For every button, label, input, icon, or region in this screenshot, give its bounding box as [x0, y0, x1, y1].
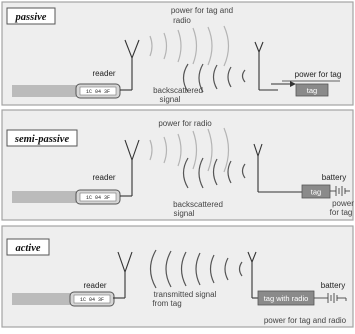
passive-title: passive: [15, 12, 47, 23]
reader-chip-id: 1C 04 3F: [86, 89, 110, 95]
reader-cable-icon: [12, 191, 82, 203]
transmitted-signal-label-1: transmitted signal: [154, 290, 217, 299]
battery-power-label-2: for tag: [330, 208, 353, 217]
power-for-tag-and-radio-label-2: radio: [173, 16, 191, 25]
backscatter-wave-icon: [182, 63, 246, 93]
passive-title-box: [6, 7, 56, 25]
power-wave-icon: [149, 127, 230, 173]
reader-label: reader: [92, 69, 115, 78]
battery-power-label-1: power: [332, 199, 354, 208]
arrow-right-icon: [271, 81, 296, 87]
reader-label: reader: [83, 281, 106, 290]
power-for-tag-label: power for tag: [295, 70, 342, 79]
battery-label: battery: [321, 281, 345, 290]
passive-panel: passive 1C 04 3F reader power for tag an…: [1, 1, 354, 106]
reader-cable-icon: [12, 85, 82, 97]
transmitted-signal-label-2: from tag: [152, 299, 181, 308]
tag-antenna-icon: [247, 251, 258, 299]
semi-passive-panel: semi-passive 1C 04 3F reader power for r…: [1, 109, 354, 221]
transmitted-wave-icon: [149, 249, 243, 289]
power-for-radio-label: power for radio: [158, 119, 212, 128]
backscattered-signal-label-2: signal: [160, 95, 181, 104]
semi-passive-title: semi-passive: [14, 134, 70, 145]
semi-passive-tag-box: [301, 184, 331, 199]
semi-passive-title-box: [6, 129, 78, 147]
reader-antenna-icon: [113, 251, 133, 299]
reader-antenna-icon: [120, 39, 140, 91]
backscattered-signal-label-2: signal: [174, 209, 195, 218]
power-for-tag-and-radio-label: power for tag and radio: [264, 316, 347, 325]
reader-cable-icon: [12, 293, 76, 305]
backscatter-wave-icon: [182, 157, 246, 189]
tag-antenna-icon: [253, 143, 302, 193]
reader-chip-id: 1C 04 3F: [80, 297, 104, 303]
tag-with-radio-label: tag with radio: [264, 294, 309, 303]
battery-label: battery: [322, 173, 346, 182]
semi-passive-tag-label: tag: [311, 188, 321, 197]
active-title-box: [6, 238, 50, 256]
tag-antenna-icon: [254, 41, 278, 91]
power-for-tag-and-radio-label-1: power for tag and: [171, 6, 233, 15]
reader-chip-id: 1C 04 3F: [86, 195, 110, 201]
battery-icon: [314, 293, 347, 303]
passive-tag-box: [295, 83, 329, 97]
active-title: active: [15, 243, 40, 254]
reader-antenna-icon: [120, 139, 140, 197]
battery-icon: [330, 186, 350, 196]
active-panel-bg: [1, 225, 354, 328]
backscattered-signal-label-1: backscattered: [153, 86, 203, 95]
backscattered-signal-label-1: backscattered: [173, 200, 223, 209]
passive-tag-label: tag: [307, 86, 317, 95]
active-panel: active 1C 04 3F reader transmitted signa…: [1, 225, 354, 328]
reader-label: reader: [92, 173, 115, 182]
power-wave-icon: [149, 25, 230, 67]
